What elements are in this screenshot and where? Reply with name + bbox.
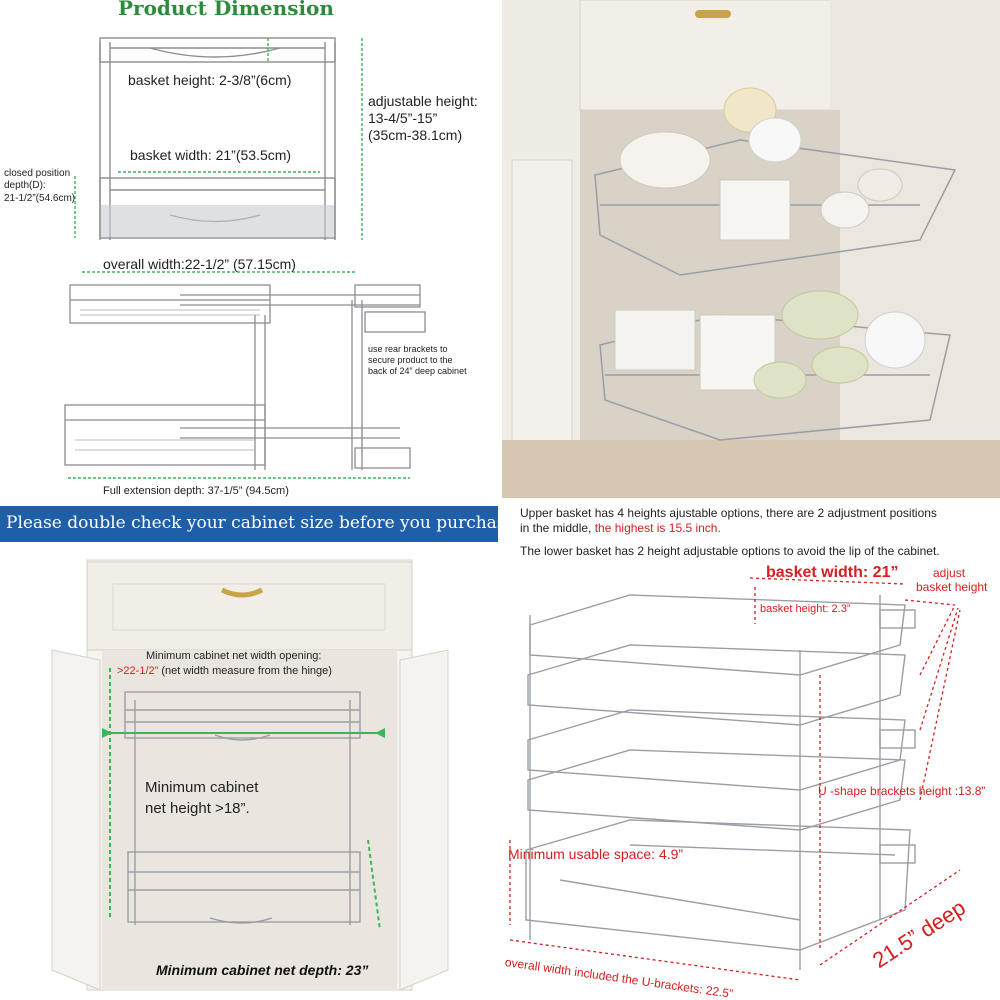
min-depth-label: Minimum cabinet net depth: 23” xyxy=(156,962,369,978)
drawer-handle xyxy=(695,10,731,18)
basket-height-label: basket height: 2-3/8”(6cm) xyxy=(128,72,292,88)
kitchen-photo xyxy=(500,0,1000,500)
horizontal-divider xyxy=(0,498,1000,502)
min-space-label: Minimum usable space: 4.9” xyxy=(508,846,684,862)
adjustable-height-metric: (35cm-38.1cm) xyxy=(368,127,463,143)
rear-brackets-note-1: use rear brackets to xyxy=(368,344,448,354)
closed-depth-value: 21-1/2”(54.6cm) xyxy=(4,193,76,204)
u-bracket-label: U -shape brackets height :13.8” xyxy=(818,784,986,798)
adjustable-height-label: adjustable height: xyxy=(368,93,478,109)
adjust-text-1b: in the middle, xyxy=(520,521,595,535)
product-dimension-panel: Product Dimension basket height: 2-3/8”(… xyxy=(0,0,500,500)
adjust-text-1-line2: in the middle, the highest is 15.5 inch. xyxy=(520,521,721,535)
rear-brackets-note-3: back of 24” deep cabinet xyxy=(368,366,467,376)
min-width-line: >22-1/2” (net width measure from the hin… xyxy=(117,665,332,677)
check-size-banner: Please double check your cabinet size be… xyxy=(0,506,500,542)
min-width-note: (net width measure from the hinge) xyxy=(158,665,332,677)
adjust-text-1: Upper basket has 4 heights ajustable opt… xyxy=(520,506,937,520)
banner-text: Please double check your cabinet size be… xyxy=(6,513,500,533)
min-width-value: >22-1/2” xyxy=(117,665,159,677)
adjust-label-1: adjust xyxy=(933,566,966,580)
adjust-text-2: The lower basket has 2 height adjustable… xyxy=(520,544,940,558)
closed-depth-label-1: closed position xyxy=(4,168,71,179)
adjust-label-2: basket height xyxy=(916,580,988,594)
kitchen-scene xyxy=(500,0,1000,500)
basket-width-label: basket width: 21”(53.5cm) xyxy=(130,147,292,163)
adjustable-height-panel: Upper basket has 4 heights ajustable opt… xyxy=(500,500,1000,1000)
cabinet-size-panel: Please double check your cabinet size be… xyxy=(0,500,500,1000)
drawer-handle xyxy=(220,587,264,598)
min-height-label-2: net height >18”. xyxy=(145,800,250,817)
dimension-title: Product Dimension xyxy=(118,0,334,20)
rear-brackets-note-2: secure product to the xyxy=(368,355,453,365)
basket-height-label: basket height: 2.3” xyxy=(760,603,851,615)
min-width-label: Minimum cabinet net width opening: xyxy=(146,650,322,662)
full-extension-label: Full extension depth: 37-1/5” (94.5cm) xyxy=(103,485,289,497)
adjust-drawing xyxy=(509,577,961,981)
cabinet-drawing xyxy=(51,559,449,991)
adjustable-height-value: 13-4/5”-15” xyxy=(368,110,438,126)
dimension-drawing xyxy=(64,37,426,479)
min-height-label-1: Minimum cabinet xyxy=(145,779,259,796)
highest-note: the highest is 15.5 inch. xyxy=(594,521,721,535)
basket-width-label: basket width: 21” xyxy=(766,564,899,581)
overall-width-label: overall width:22-1/2” (57.15cm) xyxy=(103,256,296,272)
closed-depth-label-2: depth(D): xyxy=(4,180,46,191)
